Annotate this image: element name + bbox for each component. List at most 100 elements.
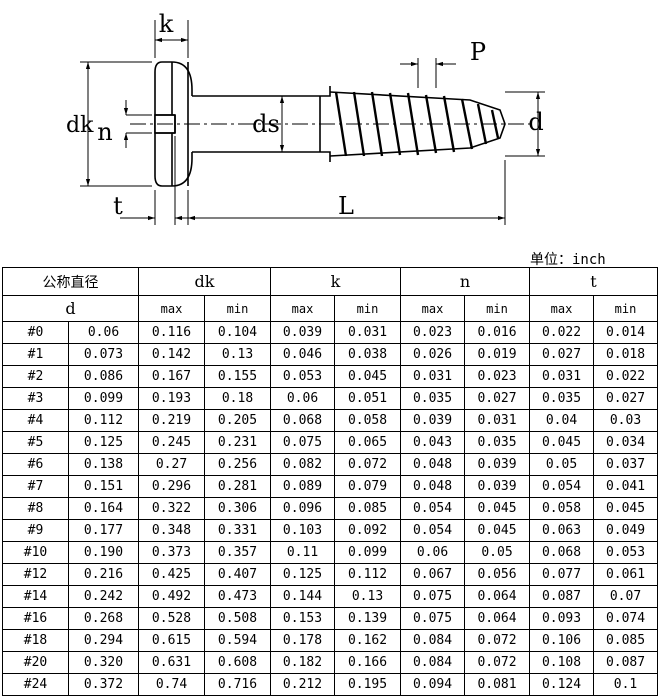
cell-n-max: 0.048 (400, 453, 466, 476)
cell-n-max: 0.031 (400, 365, 466, 388)
cell-dk-min: 0.256 (204, 453, 271, 476)
cell-k-max: 0.068 (270, 409, 335, 432)
label-P: P (470, 38, 486, 66)
cell-t-max: 0.05 (529, 453, 595, 476)
cell-t-min: 0.014 (593, 321, 659, 344)
cell-d: 0.190 (68, 541, 139, 564)
cell-t-max: 0.124 (529, 673, 595, 696)
cell-dk-min: 0.231 (204, 431, 271, 454)
cell-t-min: 0.087 (593, 651, 659, 674)
cell-dk-max: 0.116 (138, 321, 205, 344)
cell-d: 0.125 (68, 431, 139, 454)
cell-dk-min: 0.473 (204, 585, 271, 608)
cell-dk-min: 0.331 (204, 519, 271, 542)
cell-dk-min: 0.716 (204, 673, 271, 696)
header-dk-min: min (204, 295, 271, 322)
cell-n-min: 0.045 (464, 519, 531, 542)
cell-dk-max: 0.27 (138, 453, 205, 476)
cell-k-min: 0.162 (333, 629, 402, 652)
cell-d: 0.06 (68, 321, 139, 344)
cell-t-min: 0.041 (593, 475, 659, 498)
cell-k-min: 0.058 (333, 409, 402, 432)
cell-d: 0.099 (68, 387, 139, 410)
cell-k-max: 0.039 (270, 321, 335, 344)
cell-t-max: 0.068 (529, 541, 595, 564)
cell-n-min: 0.081 (464, 673, 531, 696)
cell-n-min: 0.031 (464, 409, 531, 432)
cell-k-min: 0.092 (333, 519, 402, 542)
cell-n-min: 0.019 (464, 343, 531, 366)
cell-dk-min: 0.13 (204, 343, 271, 366)
dimension-lines (80, 20, 545, 225)
cell-n-min: 0.016 (464, 321, 531, 344)
cell-d: 0.216 (68, 563, 139, 586)
cell-k-min: 0.072 (333, 453, 402, 476)
cell-n-max: 0.084 (400, 651, 466, 674)
cell-t-max: 0.022 (529, 321, 595, 344)
cell-size: #10 (2, 541, 69, 564)
cell-d: 0.268 (68, 607, 139, 630)
cell-n-max: 0.075 (400, 585, 466, 608)
cell-k-min: 0.112 (333, 563, 402, 586)
cell-t-min: 0.085 (593, 629, 659, 652)
cell-t-max: 0.077 (529, 563, 595, 586)
cell-t-min: 0.061 (593, 563, 659, 586)
cell-k-max: 0.182 (270, 651, 335, 674)
cell-n-max: 0.054 (400, 519, 466, 542)
cell-k-min: 0.031 (333, 321, 402, 344)
cell-n-max: 0.023 (400, 321, 466, 344)
cell-size: #7 (2, 475, 69, 498)
cell-n-max: 0.06 (400, 541, 466, 564)
cell-dk-min: 0.508 (204, 607, 271, 630)
cell-n-max: 0.054 (400, 497, 466, 520)
cell-dk-min: 0.306 (204, 497, 271, 520)
cell-k-min: 0.065 (333, 431, 402, 454)
cell-n-min: 0.023 (464, 365, 531, 388)
cell-k-min: 0.195 (333, 673, 402, 696)
cell-k-min: 0.13 (333, 585, 402, 608)
header-row-groups: 公称直径 dk k n t (2, 267, 659, 296)
cell-size: #5 (2, 431, 69, 454)
cell-size: #24 (2, 673, 69, 696)
cell-size: #20 (2, 651, 69, 674)
cell-dk-min: 0.205 (204, 409, 271, 432)
label-ds: ds (252, 110, 280, 138)
cell-n-max: 0.067 (400, 563, 466, 586)
cell-dk-min: 0.594 (204, 629, 271, 652)
cell-dk-max: 0.373 (138, 541, 205, 564)
cell-dk-max: 0.245 (138, 431, 205, 454)
cell-t-min: 0.022 (593, 365, 659, 388)
cell-k-max: 0.089 (270, 475, 335, 498)
cell-size: #6 (2, 453, 69, 476)
cell-d: 0.151 (68, 475, 139, 498)
cell-d: 0.138 (68, 453, 139, 476)
cell-d: 0.294 (68, 629, 139, 652)
cell-d: 0.320 (68, 651, 139, 674)
cell-n-max: 0.075 (400, 607, 466, 630)
cell-dk-min: 0.281 (204, 475, 271, 498)
cell-dk-max: 0.167 (138, 365, 205, 388)
cell-dk-max: 0.74 (138, 673, 205, 696)
cell-k-max: 0.082 (270, 453, 335, 476)
cell-d: 0.073 (68, 343, 139, 366)
cell-n-min: 0.072 (464, 629, 531, 652)
cell-k-max: 0.06 (270, 387, 335, 410)
cell-d: 0.164 (68, 497, 139, 520)
dimension-labels: k P dk n ds d t L (66, 10, 544, 220)
cell-dk-max: 0.193 (138, 387, 205, 410)
cell-dk-max: 0.348 (138, 519, 205, 542)
cell-dk-min: 0.104 (204, 321, 271, 344)
cell-dk-min: 0.155 (204, 365, 271, 388)
cell-dk-max: 0.296 (138, 475, 205, 498)
cell-t-min: 0.03 (593, 409, 659, 432)
header-n-max: max (400, 295, 466, 322)
cell-k-min: 0.139 (333, 607, 402, 630)
cell-dk-max: 0.631 (138, 651, 205, 674)
cell-dk-min: 0.18 (204, 387, 271, 410)
cell-t-min: 0.027 (593, 387, 659, 410)
